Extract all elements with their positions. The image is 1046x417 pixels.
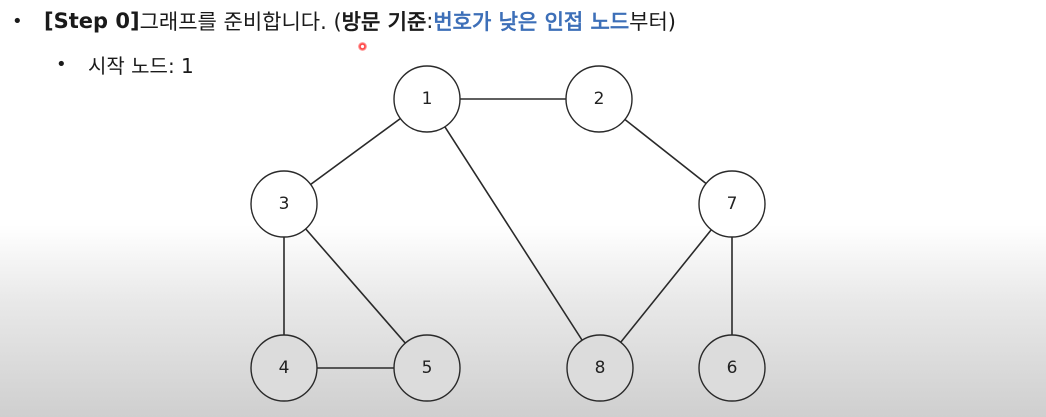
node-circle bbox=[250, 170, 318, 238]
node-label: 6 bbox=[727, 358, 738, 378]
graph-node-3: 3 bbox=[250, 170, 318, 238]
node-circle bbox=[393, 65, 461, 133]
heading-text-end: 부터) bbox=[629, 10, 676, 34]
edge-7-8 bbox=[599, 203, 733, 369]
criterion-value: 번호가 낮은 인접 노드 bbox=[433, 10, 630, 34]
node-circle bbox=[566, 334, 634, 402]
nodes-layer: 1 2 3 7 4 5 8 6 bbox=[250, 65, 766, 402]
graph-node-6: 6 bbox=[698, 334, 766, 402]
node-label: 3 bbox=[279, 194, 290, 214]
node-circle bbox=[698, 170, 766, 238]
node-label: 1 bbox=[422, 89, 433, 109]
node-label: 8 bbox=[595, 358, 606, 378]
graph-node-2: 2 bbox=[565, 65, 633, 133]
node-label: 7 bbox=[727, 194, 738, 214]
criterion-colon: : bbox=[426, 9, 434, 33]
step-heading: • [Step 0] 그래프를 준비합니다. ( 방문 기준 : 번호가 낮은 … bbox=[12, 6, 676, 36]
edges-layer bbox=[283, 98, 733, 369]
start-node-bullet: • 시작 노드: 1 bbox=[56, 50, 194, 78]
graph-node-1: 1 bbox=[393, 65, 461, 133]
graph-node-7: 7 bbox=[698, 170, 766, 238]
heading-text: 그래프를 준비합니다. ( bbox=[139, 10, 342, 34]
node-label: 4 bbox=[279, 358, 290, 378]
step-label: [Step 0] bbox=[44, 9, 140, 33]
graph-node-4: 4 bbox=[250, 334, 318, 402]
laser-pointer-dot bbox=[358, 42, 367, 51]
node-circle bbox=[250, 334, 318, 402]
bullet-dot: • bbox=[12, 10, 23, 32]
start-node-text: 시작 노드: 1 bbox=[88, 53, 194, 78]
edge-1-8 bbox=[426, 98, 601, 369]
node-circle bbox=[698, 334, 766, 402]
criterion-label: 방문 기준 bbox=[341, 10, 427, 34]
graph-node-8: 8 bbox=[566, 334, 634, 402]
bullet-dot: • bbox=[56, 53, 67, 75]
node-label: 5 bbox=[422, 358, 433, 378]
node-label: 2 bbox=[594, 89, 605, 109]
node-circle bbox=[393, 334, 461, 402]
edge-3-5 bbox=[283, 203, 428, 369]
node-circle bbox=[565, 65, 633, 133]
graph-node-5: 5 bbox=[393, 334, 461, 402]
